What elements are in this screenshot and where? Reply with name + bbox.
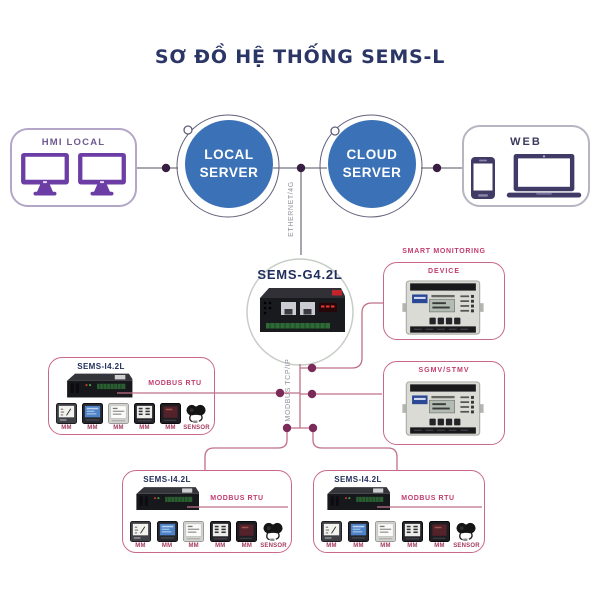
modbus-rtu-label: MODBUS RTU bbox=[401, 495, 455, 502]
sgmv-stmv-box: SGMV/STMV bbox=[383, 361, 505, 445]
web-label: WEB bbox=[510, 136, 542, 148]
meter-label: MM bbox=[165, 425, 176, 431]
meter-label: MM bbox=[407, 543, 418, 549]
io-box-title: SEMS-I4.2L bbox=[143, 475, 191, 484]
meter-row: MM MM MM MM MM SENSOR bbox=[54, 403, 210, 431]
meter-icon bbox=[209, 521, 231, 542]
monitor-icon bbox=[21, 152, 69, 196]
meter-label: MM bbox=[353, 543, 364, 549]
meter-row: MM MM MM MM MM SENSOR bbox=[128, 521, 287, 549]
local-server-node: LOCAL SERVER bbox=[185, 120, 273, 208]
monitoring-controller-image bbox=[401, 280, 485, 335]
meter-label: MM bbox=[139, 425, 150, 431]
meter-label: MM bbox=[113, 425, 124, 431]
meter-icon bbox=[236, 521, 258, 542]
diagram-title: SƠ ĐỒ HỆ THỐNG SEMS-L bbox=[154, 46, 446, 68]
io-box-left: SEMS-I4.2L MODBUS RTU MM MM MM MM MM SEN… bbox=[48, 357, 215, 435]
meter-icon bbox=[134, 403, 155, 424]
meter-icon bbox=[348, 521, 369, 542]
io-box-title: SEMS-I4.2L bbox=[334, 475, 382, 484]
io-box-title: SEMS-I4.2L bbox=[77, 362, 125, 371]
meter-icon bbox=[321, 521, 342, 542]
cloud-server-label-line1: CLOUD bbox=[346, 147, 398, 163]
sensor-icon bbox=[185, 404, 207, 424]
ethernet-4g-label: ETHERNET/4G bbox=[288, 181, 295, 237]
smartphone-icon bbox=[470, 157, 495, 199]
sensor-label: SENSOR bbox=[183, 425, 210, 431]
meter-label: MM bbox=[326, 543, 337, 549]
hmi-local-box: HMI LOCAL bbox=[10, 128, 137, 207]
monitor-icon bbox=[78, 152, 126, 196]
meter-label: MM bbox=[215, 543, 226, 549]
cloud-server-label-line2: SERVER bbox=[342, 165, 402, 180]
meter-icon bbox=[160, 403, 181, 424]
io-box-bottom-right: SEMS-I4.2L MODBUS RTU MM MM MM MM MM SEN… bbox=[313, 470, 485, 553]
meter-icon bbox=[183, 521, 205, 542]
gateway-device-image bbox=[259, 287, 346, 333]
meter-icon bbox=[108, 403, 129, 424]
meter-label: MM bbox=[380, 543, 391, 549]
meter-label: MM bbox=[135, 543, 146, 549]
io-box-bottom-left: SEMS-I4.2L MODBUS RTU MM MM MM MM MM SEN… bbox=[122, 470, 292, 553]
sensor-icon bbox=[455, 522, 477, 542]
sensor-icon bbox=[262, 522, 284, 542]
smart-monitoring-device-label: DEVICE bbox=[427, 268, 461, 275]
meter-icon bbox=[82, 403, 103, 424]
web-box: WEB bbox=[462, 125, 590, 207]
meter-label: MM bbox=[241, 543, 253, 549]
modbus-rtu-label: MODBUS RTU bbox=[148, 380, 202, 387]
meter-icon bbox=[402, 521, 423, 542]
cloud-server-node: CLOUD SERVER bbox=[328, 120, 416, 208]
meter-label: MM bbox=[188, 543, 199, 549]
io-device-image bbox=[66, 373, 133, 398]
web-icons bbox=[464, 153, 588, 200]
meter-icon bbox=[156, 521, 178, 542]
meter-label: MM bbox=[434, 543, 445, 549]
smart-monitoring-heading: SMART MONITORING bbox=[402, 248, 486, 255]
monitoring-controller-image bbox=[401, 381, 485, 436]
meter-label: MM bbox=[161, 543, 173, 549]
laptop-icon bbox=[506, 153, 581, 198]
sensor-label: SENSOR bbox=[260, 543, 287, 549]
hmi-monitors bbox=[12, 152, 135, 196]
modbus-rtu-label: MODBUS RTU bbox=[210, 495, 264, 502]
modbus-tcpip-label: MODBUS TCP/IP bbox=[285, 358, 292, 422]
meter-icon bbox=[375, 521, 396, 542]
hmi-local-label: HMI LOCAL bbox=[41, 137, 106, 148]
local-server-label-line2: SERVER bbox=[199, 165, 259, 180]
gateway-label: SEMS-G4.2L bbox=[257, 267, 343, 282]
io-device-image bbox=[326, 486, 390, 511]
sensor-label: SENSOR bbox=[453, 543, 480, 549]
meter-label: MM bbox=[61, 425, 72, 431]
sgmv-stmv-label: SGMV/STMV bbox=[418, 367, 470, 374]
smart-monitoring-box: DEVICE bbox=[383, 262, 505, 340]
meter-row: MM MM MM MM MM SENSOR bbox=[319, 521, 480, 549]
meter-icon bbox=[429, 521, 450, 542]
meter-icon bbox=[130, 521, 151, 542]
meter-icon bbox=[56, 403, 77, 424]
local-server-label-line1: LOCAL bbox=[204, 147, 254, 163]
io-device-image bbox=[135, 486, 199, 511]
meter-label: MM bbox=[87, 425, 98, 431]
